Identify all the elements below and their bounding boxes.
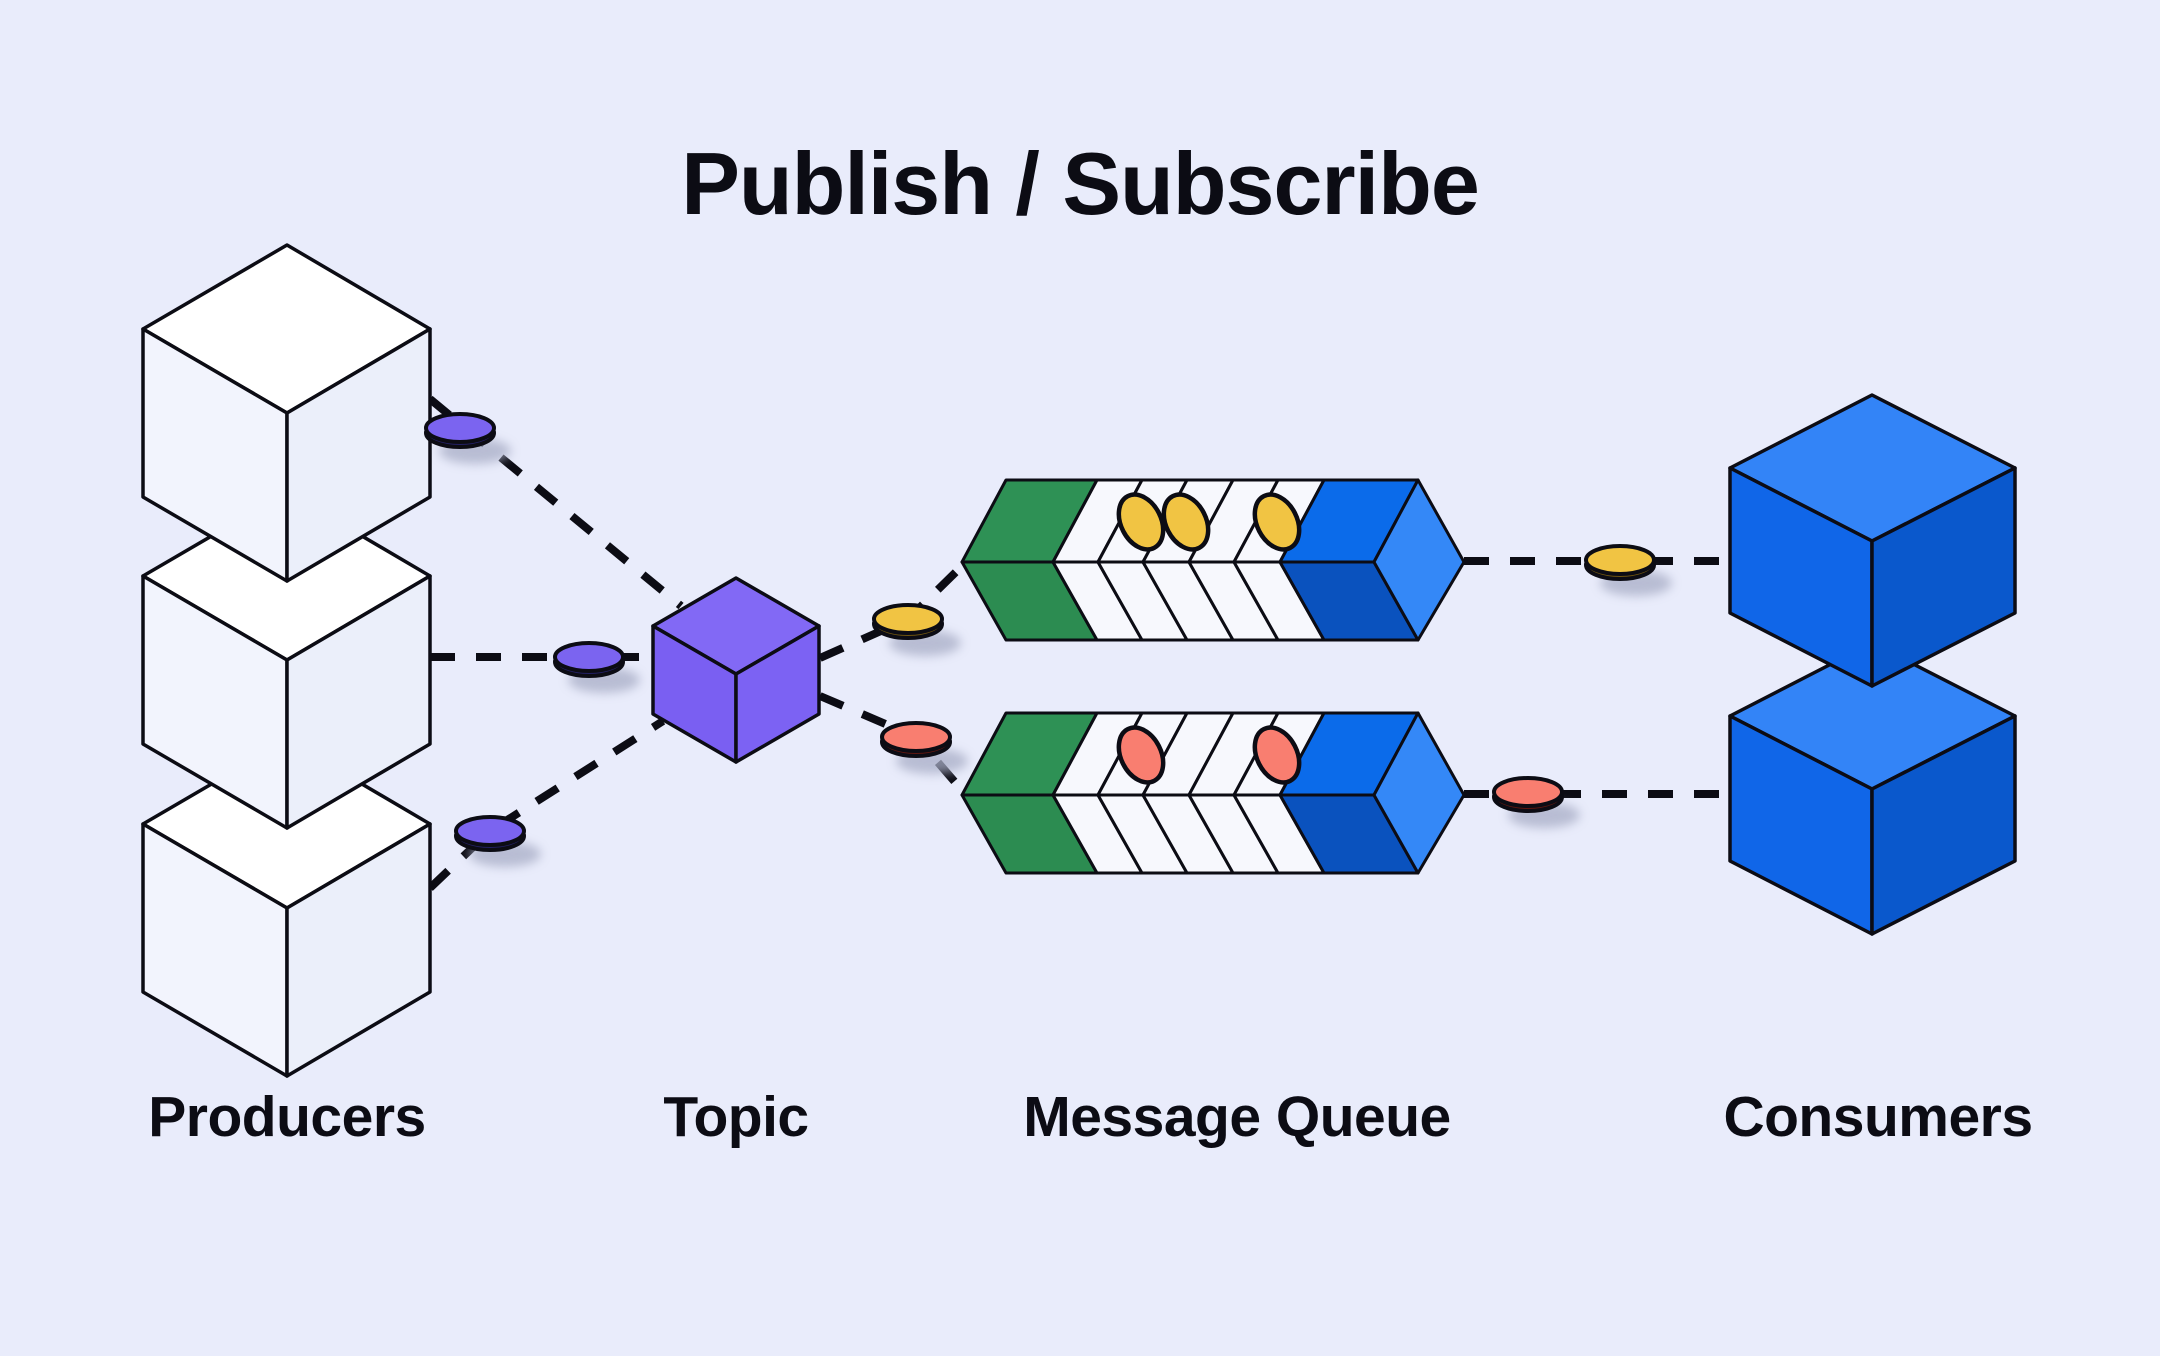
consumer-cube-2 bbox=[1728, 641, 2017, 936]
label-topic: Topic bbox=[663, 1085, 808, 1149]
message-oval-yellow-right bbox=[1584, 544, 1672, 596]
message-oval-red-left bbox=[880, 721, 968, 774]
queue-message-queue-1-slot-2 bbox=[1116, 492, 1166, 552]
queue-message-queue-1-slot-3 bbox=[1161, 492, 1211, 552]
label-producers: Producers bbox=[148, 1085, 425, 1149]
label-consumers: Consumers bbox=[1723, 1085, 2032, 1149]
message-oval-purple-3 bbox=[454, 815, 541, 867]
message-oval-red-right bbox=[1492, 776, 1580, 828]
message-queue-2 bbox=[960, 711, 1466, 875]
connector-message-ovals bbox=[424, 412, 1672, 867]
queue-message-queue-2-slot-5 bbox=[1252, 725, 1302, 785]
queue-slot-messages bbox=[1116, 492, 1302, 785]
message-oval-purple-2 bbox=[553, 641, 640, 693]
diagram-title: Publish / Subscribe bbox=[681, 134, 1479, 233]
consumer-cube-1 bbox=[1728, 393, 2017, 688]
message-oval-purple-1 bbox=[424, 412, 511, 464]
consumer-cubes bbox=[1728, 393, 2017, 936]
producer-cubes bbox=[141, 243, 432, 1078]
producer-cube-1 bbox=[141, 243, 432, 583]
topic-cube bbox=[651, 576, 821, 764]
message-oval-yellow-left bbox=[872, 603, 961, 656]
queue-message-queue-1-slot-5 bbox=[1252, 492, 1302, 552]
queue-message-queue-2-slot-2 bbox=[1116, 725, 1166, 785]
message-queue-1 bbox=[960, 478, 1466, 642]
label-message-queue: Message Queue bbox=[1023, 1085, 1451, 1149]
column-labels: Producers Topic Message Queue Consumers bbox=[148, 1085, 2033, 1149]
